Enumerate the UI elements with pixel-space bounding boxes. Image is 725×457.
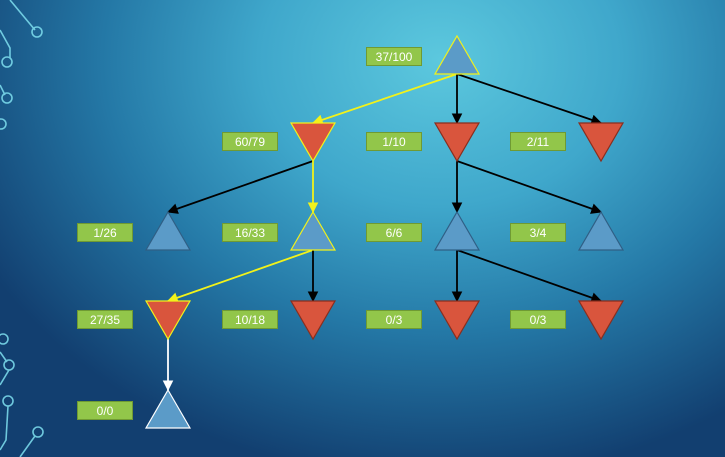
min-node-n10 [433,300,481,341]
node-label-n11: 0/3 [510,309,566,329]
max-node-n12 [144,388,192,429]
min-node-n11 [577,300,625,341]
max-node-n4 [144,210,192,251]
min-node-n2 [433,122,481,163]
node-label-n1: 60/79 [222,131,278,151]
max-node-n7 [577,210,625,251]
tree-edge-n5-n8 [166,249,314,303]
max-node-n6 [433,210,481,251]
min-node-n3 [577,122,625,163]
tree-edge-n0-n3 [456,73,603,125]
node-label-n6: 6/6 [366,222,422,242]
node-label-n4: 1/26 [77,222,133,242]
min-node-n1 [289,122,337,163]
node-label-n8: 27/35 [77,309,133,329]
tree-edge-n2-n7 [456,160,603,214]
node-label-n12: 0/0 [77,400,133,420]
node-label-n5: 16/33 [222,222,278,242]
min-node-n9 [289,300,337,341]
node-label-n7: 3/4 [510,222,566,242]
tree-edge-n6-n11 [456,249,603,303]
tree-edge-n1-n4 [166,160,314,214]
node-label-n10: 0/3 [366,309,422,329]
max-node-n5 [289,210,337,251]
node-label-n0: 37/100 [366,46,422,66]
min-node-n8 [144,300,192,341]
node-label-n2: 1/10 [366,131,422,151]
tree-edge-n0-n1 [311,73,458,125]
max-node-n0 [433,34,481,75]
node-label-n3: 2/11 [510,131,566,151]
node-label-n9: 10/18 [222,309,278,329]
